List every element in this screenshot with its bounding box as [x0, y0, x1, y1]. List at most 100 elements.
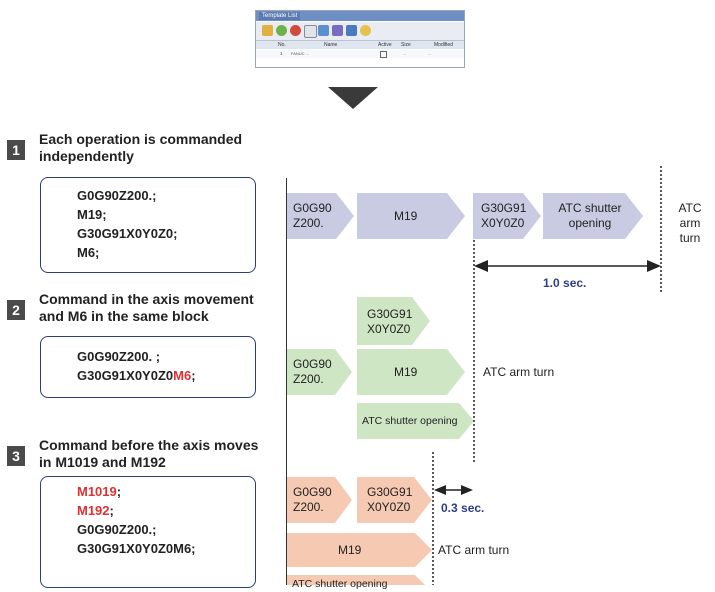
step2-arrow-shutter	[357, 403, 474, 439]
arrow-label-line: G30G91	[367, 307, 413, 321]
step-badge-2: 2	[7, 300, 25, 320]
step1-arrow-g0g90	[287, 193, 354, 239]
step3-arrow-m19	[287, 533, 432, 567]
step1-label-g0g90: G0G90 Z200.	[293, 201, 332, 231]
step1-timing-label: 1.0 sec.	[543, 276, 587, 290]
down-arrow	[328, 87, 378, 109]
code-highlight: M192	[77, 503, 110, 518]
step2-label-m19: M19	[394, 365, 418, 379]
code-line: G0G90Z200. ;	[77, 349, 161, 364]
col-name[interactable]: Name	[324, 42, 338, 48]
arrow-label-line: Z200.	[293, 372, 324, 386]
active-checkbox[interactable]	[380, 51, 387, 58]
template-list-window: Template List No. Name Active Size Modif…	[255, 10, 465, 68]
step3-arrow-g30g91	[357, 477, 432, 523]
cell-size: ...	[403, 51, 407, 56]
step1-heading: Each operation is commanded independentl…	[39, 131, 242, 165]
window-title: Template List	[259, 12, 301, 20]
step3-label-g30g91: G30G91 X0Y0Z0	[367, 485, 412, 515]
add-icon[interactable]	[276, 25, 287, 36]
grid-row[interactable]: 1 FANUC ... ... ...	[256, 50, 464, 58]
step-badge-1: 1	[7, 140, 25, 160]
toolbar	[256, 22, 464, 41]
col-size[interactable]: Size	[401, 42, 411, 48]
save-icon[interactable]	[318, 25, 329, 36]
arrow-label-line: G0G90	[293, 201, 332, 215]
col-no[interactable]: No.	[278, 42, 286, 48]
step1-code-box: G0G90Z200.; M19; G30G91X0Y0Z0; M6;	[40, 177, 256, 273]
code-line: M19;	[77, 207, 107, 222]
step3-timing-arrow-left	[434, 485, 446, 495]
step1-timing-arrow-right	[647, 260, 661, 272]
step2-heading: Command in the axis movement and M6 in t…	[39, 291, 254, 325]
code-highlight: M6	[173, 368, 192, 383]
step3-heading-line1: Command before the axis moves	[39, 437, 259, 453]
code-part: ;	[191, 368, 196, 383]
step3-label-g0g90: G0G90 Z200.	[293, 485, 332, 515]
code-line: G30G91X0Y0Z0;	[77, 226, 178, 241]
arrow-label-line: G0G90	[293, 357, 332, 371]
step3-heading: Command before the axis moves in M1019 a…	[39, 437, 258, 471]
code-line: G0G90Z200.;	[77, 522, 157, 537]
step1-end-label: ATC arm turn	[668, 201, 712, 246]
code-highlight: M1019	[77, 484, 117, 499]
delete-icon[interactable]	[290, 25, 301, 36]
code-line: M6;	[77, 245, 100, 260]
code-part: ;	[109, 503, 114, 518]
step3-arrow-shutter	[287, 575, 425, 585]
step1-timing-arrow-left	[474, 260, 488, 272]
step2-heading-line1: Command in the axis movement	[39, 291, 254, 307]
arrow-label-line: Z200.	[293, 500, 324, 514]
code-line: M1019;	[77, 482, 255, 501]
step2-arrow-g30g91	[357, 297, 430, 345]
step3-timing-arrow-right	[461, 485, 473, 495]
arrow-label-line: X0Y0Z0	[367, 322, 411, 336]
step2-arrow-m19	[357, 349, 465, 395]
arrow-label-line: opening	[568, 216, 612, 230]
cell-name: FANUC ...	[291, 51, 310, 56]
copy-icon[interactable]	[304, 25, 317, 38]
step1-heading-line1: Each operation is commanded	[39, 131, 243, 147]
step2-label-shutter: ATC shutter opening	[362, 415, 458, 427]
edit-icon[interactable]	[262, 25, 273, 36]
arrow-label-line: G30G91	[367, 485, 413, 499]
end-label-line: ATC arm	[678, 201, 702, 230]
step2-label-g0g90: G0G90 Z200.	[293, 357, 332, 387]
arrow-label-line: X0Y0Z0	[367, 500, 411, 514]
arrow-label-line: Z200.	[293, 216, 324, 230]
step2-label-g30g91: G30G91 X0Y0Z0	[367, 307, 412, 337]
step2-end-label: ATC arm turn	[483, 365, 555, 379]
step1-label-g30g91: G30G91 X0Y0Z0	[481, 201, 526, 231]
step3-code-box: M1019; M192; G0G90Z200.; G30G91X0Y0Z0M6;	[40, 476, 256, 588]
step3-end-label: ATC arm turn	[438, 543, 510, 557]
col-modified[interactable]: Modified	[434, 42, 453, 48]
step1-label-m19: M19	[394, 209, 418, 223]
step2-arrow-g0g90	[287, 349, 352, 395]
code-line: G30G91X0Y0Z0M6;	[77, 366, 255, 385]
arrow-label-line: G30G91	[481, 201, 527, 215]
timeline-axis	[286, 178, 287, 585]
code-line: G0G90Z200.;	[77, 188, 157, 203]
step3-timing-label: 0.3 sec.	[441, 501, 485, 515]
step2-heading-line2: and M6 in the same block	[39, 308, 209, 324]
step1-label-shutter: ATC shutter opening	[549, 201, 631, 231]
code-part: ;	[116, 484, 122, 499]
step2-code-box: G0G90Z200. ; G30G91X0Y0Z0M6;	[40, 336, 256, 398]
cell-modified: ...	[428, 51, 432, 56]
grid-header: No. Name Active Size Modified	[256, 41, 464, 49]
arrow-label-line: X0Y0Z0	[481, 216, 525, 230]
col-active[interactable]: Active	[378, 42, 392, 48]
import-icon[interactable]	[332, 25, 343, 36]
step1-heading-line2: independently	[39, 148, 134, 164]
step-badge-3: 3	[7, 446, 25, 466]
step3-arrow-g0g90	[287, 477, 352, 523]
export-icon[interactable]	[346, 25, 357, 36]
arrow-label-line: ATC shutter	[558, 201, 622, 215]
step1-arrow-g30g91	[473, 193, 541, 239]
help-icon[interactable]	[360, 25, 371, 36]
step3-heading-line2: in M1019 and M192	[39, 454, 166, 470]
cell-no: 1	[280, 51, 283, 56]
code-part: G30G91X0Y0Z0	[77, 368, 174, 383]
end-label-line: turn	[679, 231, 701, 245]
